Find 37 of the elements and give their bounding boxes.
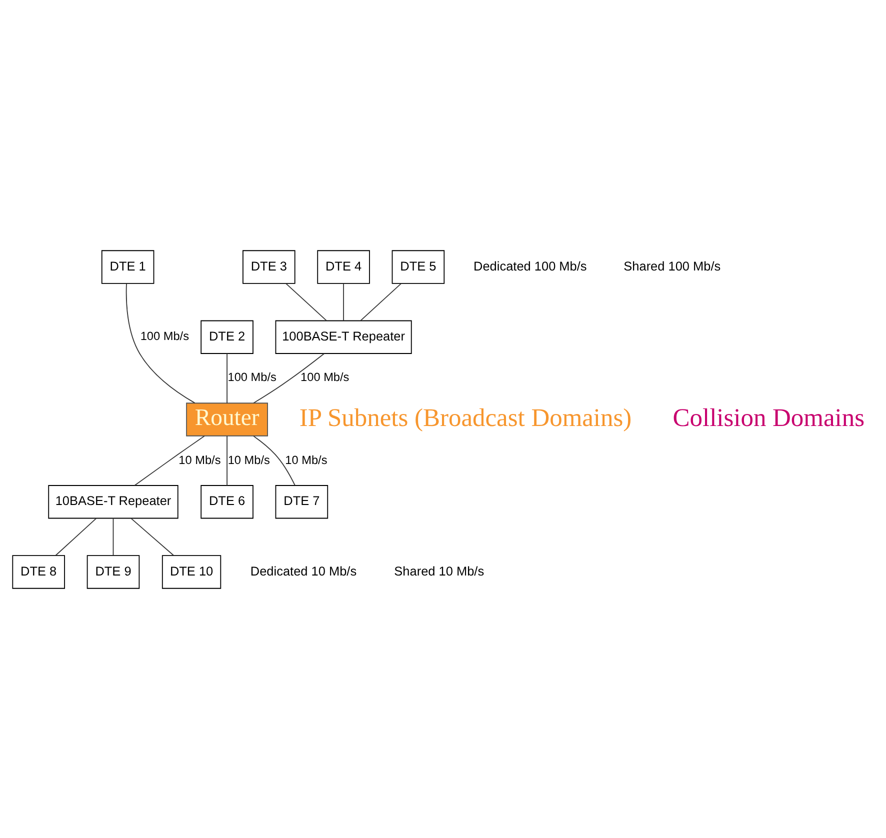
connector [226,434,228,486]
label: IP Subnets (Broadcast Domains) [299,402,632,432]
node-box: 100BASE-T Repeater [275,320,412,354]
edge-label: 100 Mb/s [300,370,350,384]
connector [253,435,296,486]
connector [360,282,402,320]
label: Dedicated 100 Mb/s [474,258,587,273]
connector [134,435,205,486]
label: Dedicated 10 Mb/s [250,562,357,578]
connector [130,517,174,556]
connector [226,352,228,404]
node-box: DTE 4 [317,250,370,284]
connector [253,352,325,403]
node-box: DTE 1 [101,250,154,284]
node-box: DTE 8 [12,554,65,588]
label: Shared 100 Mb/s [624,258,721,273]
edge-label: 10 Mb/s [228,452,270,467]
connector [285,282,327,320]
node-box: DTE 6 [200,484,254,518]
connector [126,282,196,403]
node-box: Router [186,402,268,436]
edge-label: 100 Mb/s [140,328,190,343]
node-box: DTE 10 [162,554,222,588]
label: Collision Domains [672,402,865,432]
node-box: DTE 2 [200,320,254,354]
edge-label: 10 Mb/s [178,452,221,467]
edge-label: 10 Mb/s [285,452,328,467]
node-box: DTE 7 [275,484,328,518]
connector [55,517,97,556]
edge-label: 100 Mb/s [228,370,276,384]
node-box: DTE 3 [242,250,296,284]
node-box: DTE 5 [392,250,445,284]
node-box: 10BASE-T Repeater [48,484,178,518]
connector [343,282,344,320]
label: Shared 10 Mb/s [394,562,484,578]
connector [112,517,114,556]
node-box: DTE 9 [86,554,140,588]
